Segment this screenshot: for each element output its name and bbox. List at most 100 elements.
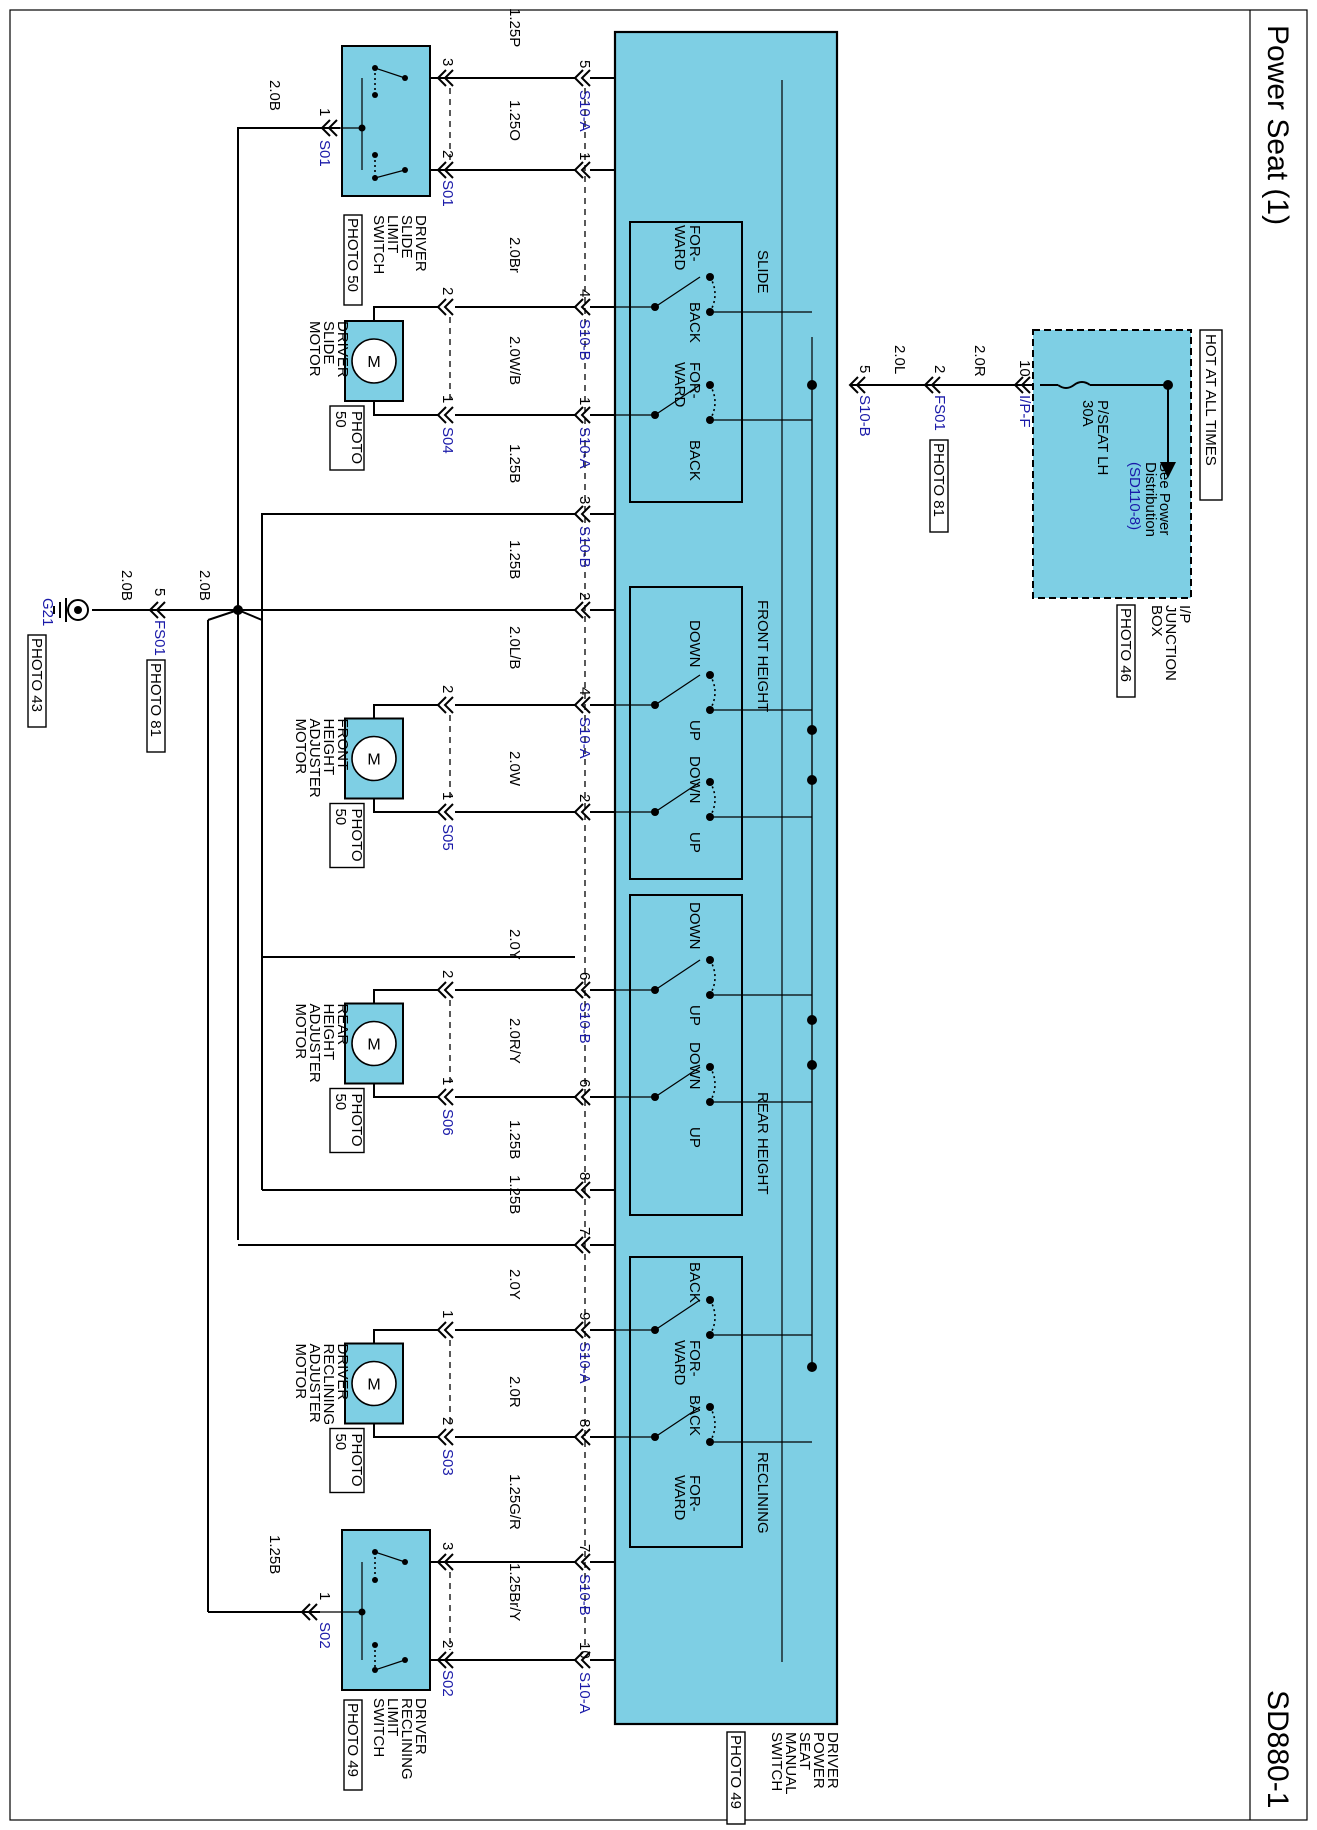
label-down: DOWN xyxy=(686,756,703,804)
pin-number-group: 10 xyxy=(576,1642,593,1659)
label-down: DOWN xyxy=(686,620,703,668)
pin-number-group: 1 xyxy=(439,1077,456,1085)
slide-limit-switch xyxy=(340,45,455,197)
external-wires xyxy=(165,77,1160,1661)
wire-gauge: 2.0R xyxy=(506,1376,523,1408)
slide-motor-icon xyxy=(351,338,397,384)
connector-name-group: S10-A xyxy=(576,717,593,759)
connector-name: S03 xyxy=(439,1449,456,1476)
junction-photo: PHOTO 46 xyxy=(1117,608,1134,682)
front-motor-lead xyxy=(373,798,438,813)
wire-gauge-group: 1.25G/R xyxy=(506,1474,523,1530)
wire-gauge-group: 1.25P xyxy=(506,8,523,47)
pin-number: 4 xyxy=(576,687,593,695)
switch-name-line: MANUAL xyxy=(782,1732,799,1795)
label-forward: WARD xyxy=(671,362,688,407)
connector-name-group: S10-B xyxy=(576,1002,593,1044)
rear-motor-name-line-group: REAR xyxy=(334,1004,351,1046)
slide-limit-name-line: SWITCH xyxy=(370,215,387,274)
contact-3-arm xyxy=(654,781,701,813)
contact-5-pivot xyxy=(651,1093,659,1101)
see-ref: (SD110-8) xyxy=(1126,462,1143,530)
front-motor-photo-group: PHOTO xyxy=(348,809,365,862)
front-motor-name-line-group: FRONT xyxy=(334,719,351,771)
component-connector-chevron xyxy=(443,803,454,821)
hot-label: HOT AT ALL TIMES xyxy=(1202,334,1219,466)
contact-5-arm xyxy=(654,1066,701,1098)
label-back: BACK xyxy=(686,440,703,481)
connector-name: S10-B xyxy=(856,395,873,437)
pin-number-group: 4 xyxy=(576,687,593,695)
recline-motor-name-line: ADJUSTER xyxy=(306,1344,323,1423)
pin-number-group: 1 xyxy=(316,108,333,116)
recline-motor-photo-group: PHOTO xyxy=(348,1434,365,1487)
rear-motor-photo: PHOTO xyxy=(348,1094,365,1147)
slide-limit-name-line-group: SWITCH xyxy=(370,215,387,274)
switch-connector-chevron xyxy=(580,1321,591,1339)
slide-limit-name-line: DRIVER xyxy=(412,215,429,272)
pin-number-group: 2 xyxy=(439,970,456,978)
pin-number: 2 xyxy=(576,794,593,802)
front-motor-letter: M xyxy=(367,752,380,769)
connector-name: S10-A xyxy=(576,427,593,469)
switch-name-line: SEAT xyxy=(796,1732,813,1770)
wire-gauge-group: 1.25B xyxy=(506,540,523,579)
photo-box xyxy=(146,659,166,753)
front-motor-name-line: FRONT xyxy=(334,719,351,771)
label-forward: WARD xyxy=(671,1475,688,1520)
wire-gauge: 1.25P xyxy=(506,8,523,47)
see-note-group: See Power xyxy=(1156,462,1173,535)
pin-number: 7 xyxy=(576,1544,593,1552)
front-motor-name-line: MOTOR xyxy=(292,719,309,775)
switch-photo: PHOTO 49 xyxy=(727,1735,744,1809)
junction-photo-group: PHOTO 46 xyxy=(1117,608,1134,682)
label-forward-group: WARD xyxy=(671,225,688,270)
wire-gauge: 2.0Y xyxy=(506,1269,523,1300)
pin-number-group: 8 xyxy=(576,1419,593,1427)
fs01-photo: PHOTO 81 xyxy=(930,443,947,517)
pin-number-group: 3 xyxy=(576,496,593,504)
pin-number-group: 2 xyxy=(439,287,456,295)
rotated-labels: 1.25P5S10-A1.25O12.0Br4S10-B2.0W/B1S10-A… xyxy=(27,8,1219,1825)
component-connector-chevron xyxy=(443,1428,454,1446)
label-down-group: DOWN xyxy=(686,620,703,668)
switch-connector-chevron xyxy=(580,981,591,999)
front-motor-name-line-group: MOTOR xyxy=(292,719,309,775)
ip-junction-box xyxy=(1032,329,1223,599)
connector-name-group: S01 xyxy=(439,180,456,207)
pin-number: 2 xyxy=(931,365,948,373)
pin-number: 6 xyxy=(576,972,593,980)
pin-number-group: 1 xyxy=(439,1310,456,1318)
hot-label-group: HOT AT ALL TIMES xyxy=(1202,334,1219,466)
connector-name-group: FS01 xyxy=(151,620,168,656)
fuse-rating-group: 30A xyxy=(1079,400,1096,427)
wire-gauge-group: 1.25B xyxy=(506,1120,523,1159)
pin-number-group: 6 xyxy=(576,1079,593,1087)
slide-motor-letter: M xyxy=(367,354,380,371)
connector-name: S10-A xyxy=(576,90,593,132)
wire-gauge: 1.25B xyxy=(506,1120,523,1159)
page-frame xyxy=(9,9,1308,1821)
switch-connector-chevron xyxy=(573,1088,584,1106)
photo-box xyxy=(329,802,365,869)
connector-name: S10-B xyxy=(576,1002,593,1044)
recline-motor-photo: 50 xyxy=(332,1434,349,1451)
switch-connector-chevron xyxy=(580,696,591,714)
wire-gauge: 2.0W xyxy=(506,751,523,787)
pin-number-group: 2 xyxy=(576,794,593,802)
connector-name: FS01 xyxy=(151,620,168,656)
front-motor-photo: PHOTO xyxy=(348,809,365,862)
recline-limit-name-line-group: LIMIT xyxy=(384,1698,401,1736)
pin-number-group: 10 xyxy=(1016,360,1033,377)
pin-number-group: 5 xyxy=(856,365,873,373)
ground-fs01-photo-group: PHOTO 81 xyxy=(147,663,164,737)
connector-name-group: S10-B xyxy=(576,1574,593,1616)
ground-connector-chevron xyxy=(300,1603,311,1621)
pin-number: 3 xyxy=(576,496,593,504)
power-connector-chevron xyxy=(1020,376,1031,394)
contact-7-arm xyxy=(654,1406,701,1438)
wire-gauge: 1.25B xyxy=(506,540,523,579)
pin-number: 8 xyxy=(576,1419,593,1427)
wire-gauge: 1.25B xyxy=(266,1535,283,1574)
